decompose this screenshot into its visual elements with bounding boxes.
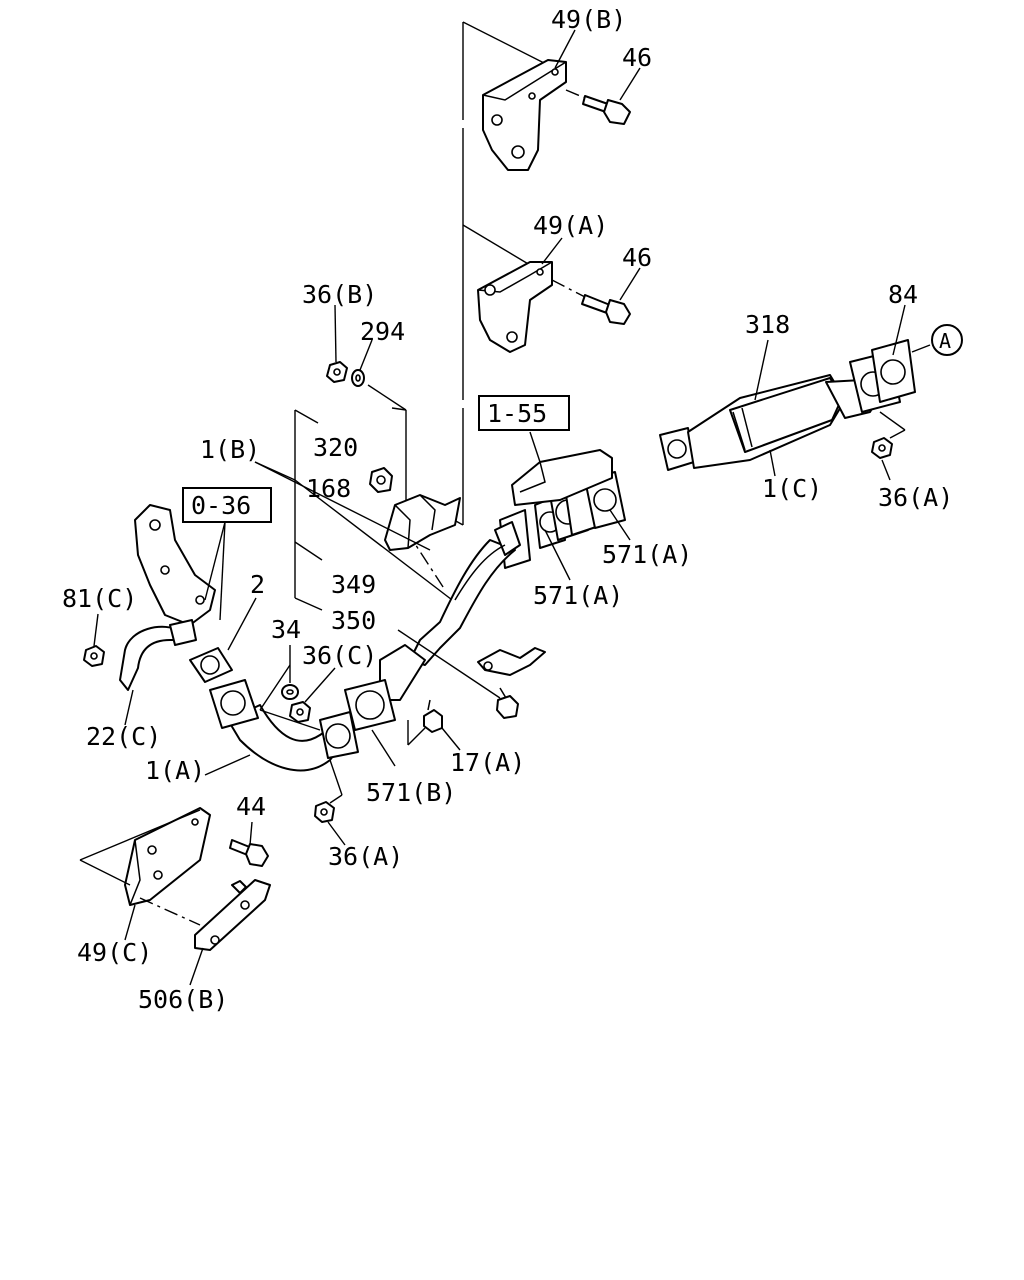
nut-36c: [289, 701, 311, 723]
part-labels: 49(B) 46 49(A) 46 36(B) 294 318 84 A 1-5…: [62, 5, 953, 1014]
label-ref-a: A: [939, 329, 951, 353]
label-bracket-22c: 22(C): [86, 722, 161, 751]
label-ref-0-36: 0-36: [191, 491, 251, 520]
insulator-168: [384, 494, 461, 551]
label-bolt-17a: 17(A): [450, 748, 525, 777]
label-bolt-350: 350: [331, 606, 376, 635]
label-insulator-168: 168: [306, 474, 351, 503]
ref-box-1-55: [478, 395, 570, 431]
nut-36a-low: [314, 801, 335, 823]
nut-81c: [83, 645, 105, 667]
label-bracket-49c: 49(C): [77, 938, 152, 967]
label-bracket-49a: 49(A): [533, 211, 608, 240]
washer-34: [281, 684, 299, 700]
label-leaders: [93, 29, 931, 986]
ref-circle-a: [931, 324, 963, 356]
label-gasket-2: 2: [250, 570, 265, 599]
label-ref-1-55: 1-55: [487, 399, 547, 428]
bracket-22c: [119, 619, 197, 691]
reference-lines: [294, 21, 549, 611]
pipe-1a: [209, 644, 426, 772]
part-ref-1-55-shape: [511, 449, 613, 506]
label-gasket-84: 84: [888, 280, 918, 309]
part-ref-0-36-shape: [134, 504, 216, 626]
label-bolt-46-mid: 46: [622, 243, 652, 272]
label-nut-318: 318: [745, 310, 790, 339]
gasket-84: [849, 339, 916, 413]
label-bolt-46-top: 46: [622, 43, 652, 72]
label-nut-81c: 81(C): [62, 584, 137, 613]
bracket-349: [477, 647, 546, 676]
ref-box-0-36: [182, 487, 272, 523]
bolt-46-top: [565, 89, 631, 125]
label-nut-36a-low: 36(A): [328, 842, 403, 871]
label-bolt-44: 44: [236, 792, 266, 821]
clamp-320: [369, 467, 393, 493]
pipe-1b: [409, 521, 521, 666]
bolt-350: [496, 687, 519, 719]
washer-294: [351, 369, 365, 387]
gasket-2: [189, 647, 233, 683]
label-bracket-349: 349: [331, 570, 376, 599]
label-pipe-1b: 1(B): [200, 435, 260, 464]
label-nut-36c: 36(C): [302, 641, 377, 670]
label-washer-294: 294: [360, 317, 405, 346]
bolt-46-mid: [551, 279, 631, 325]
label-nut-36a-right: 36(A): [878, 483, 953, 512]
label-clamp-320: 320: [313, 433, 358, 462]
nut-36a-right: [871, 437, 893, 459]
label-gasket-571a-2: 571(A): [533, 581, 623, 610]
label-washer-34: 34: [271, 615, 301, 644]
label-pipe-1a: 1(A): [145, 756, 205, 785]
pipe-1c: [659, 374, 881, 471]
label-bracket-49b: 49(B): [551, 5, 626, 34]
bolt-17a: [407, 699, 443, 746]
bracket-49c: [124, 807, 211, 906]
label-gasket-571b: 571(B): [366, 778, 456, 807]
label-rubber-506b: 506(B): [138, 985, 228, 1014]
bracket-49b: [482, 59, 567, 171]
bolt-44: [229, 839, 269, 867]
bracket-49a: [477, 261, 553, 353]
label-nut-36b: 36(B): [302, 280, 377, 309]
label-pipe-1c: 1(C): [762, 474, 822, 503]
label-gasket-571a-1: 571(A): [602, 540, 692, 569]
nut-36b: [326, 361, 348, 383]
rubber-506b: [194, 879, 271, 951]
